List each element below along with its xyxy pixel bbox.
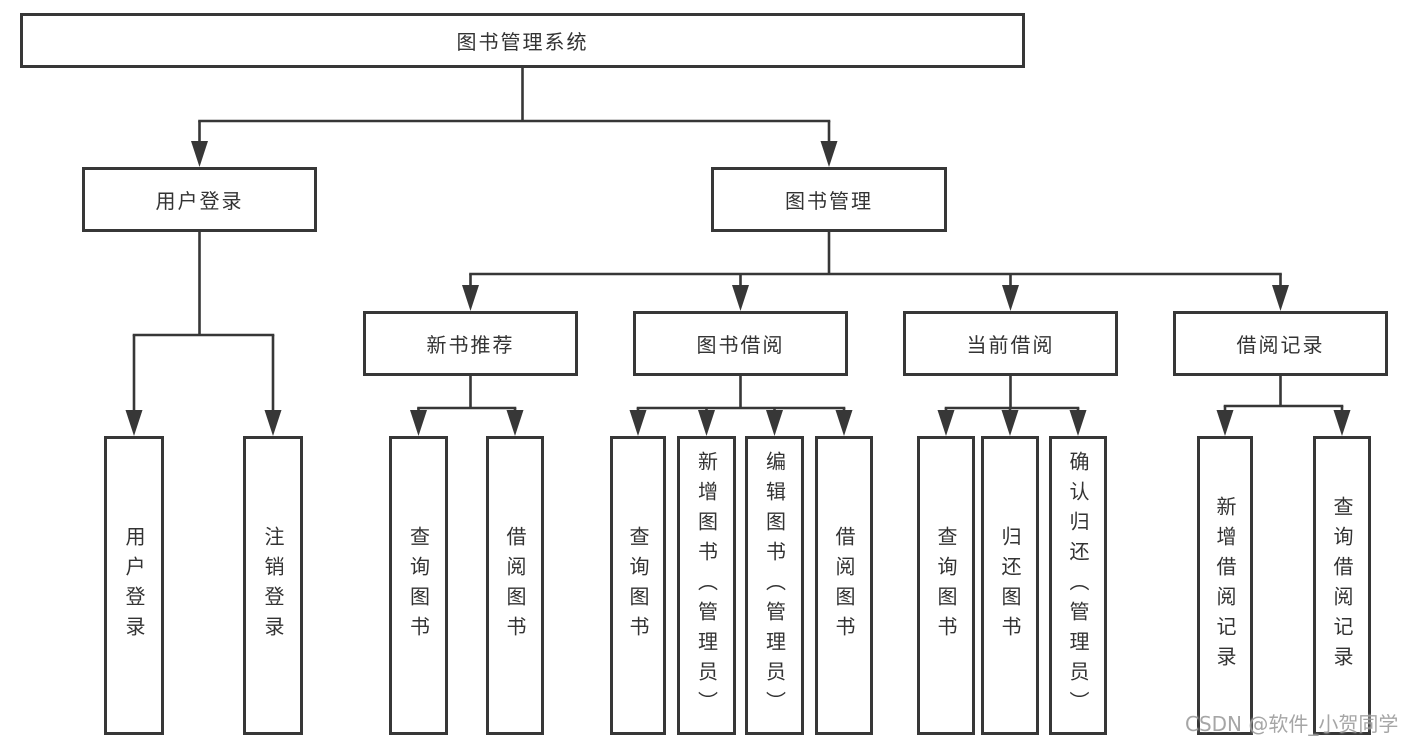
node-book-borrowing: 图书借阅 [633, 311, 848, 376]
leaf-add-borrow-record: 新增借阅记录 [1197, 436, 1253, 735]
leaf-return-books: 归还图书 [981, 436, 1039, 735]
node-current-borrowing: 当前借阅 [903, 311, 1118, 376]
leaf-query-borrow-record: 查询借阅记录 [1313, 436, 1371, 735]
node-root: 图书管理系统 [20, 13, 1025, 68]
node-borrowing-records: 借阅记录 [1173, 311, 1388, 376]
leaf-confirm-return-admin: 确认归还（管理员） [1049, 436, 1107, 735]
leaf-add-books-admin: 新增图书（管理员） [677, 436, 736, 735]
node-user-login: 用户登录 [82, 167, 317, 232]
leaf-borrow-books-borrowing: 借阅图书 [815, 436, 873, 735]
node-book-management: 图书管理 [711, 167, 947, 232]
node-new-book-recommend: 新书推荐 [363, 311, 578, 376]
watermark-text: CSDN @软件_小贺同学 [1185, 712, 1399, 736]
leaf-borrow-books-newbook: 借阅图书 [486, 436, 544, 735]
leaf-logout-login: 注销登录 [243, 436, 303, 735]
leaf-user-login: 用户登录 [104, 436, 164, 735]
leaf-query-books-newbook: 查询图书 [389, 436, 448, 735]
leaf-query-books-borrowing: 查询图书 [610, 436, 666, 735]
leaf-query-books-current: 查询图书 [917, 436, 975, 735]
leaf-edit-books-admin: 编辑图书（管理员） [745, 436, 804, 735]
